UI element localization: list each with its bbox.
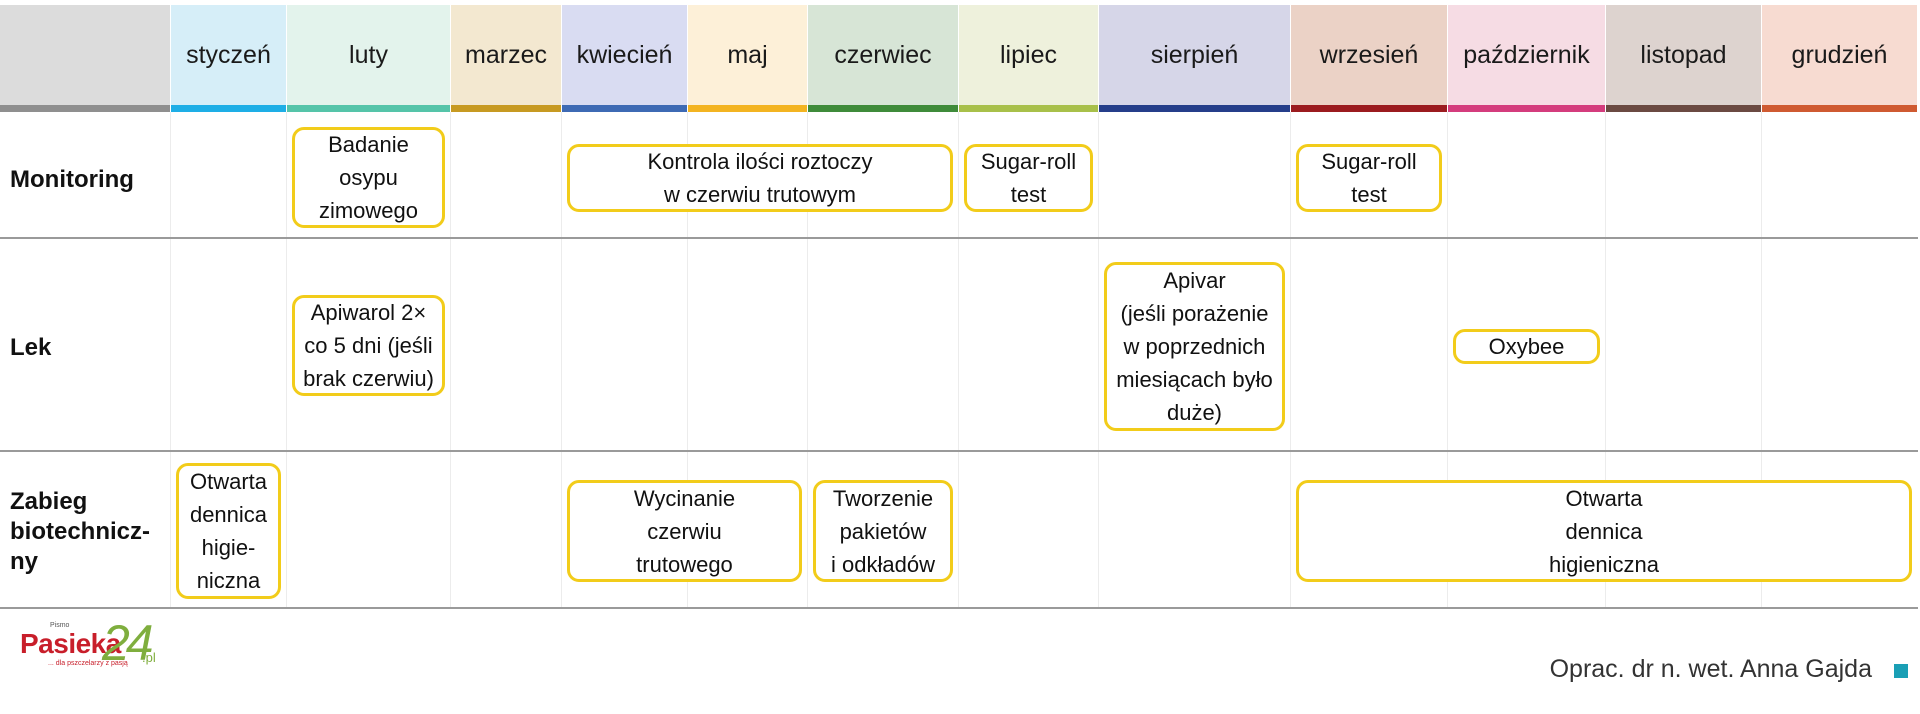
month-header-7: lipiec (959, 5, 1098, 105)
grid-vline (170, 112, 171, 607)
month-header-9: wrzesień (1291, 5, 1447, 105)
grid-vline (1290, 112, 1291, 607)
month-color-bar-10 (1448, 105, 1605, 112)
row-label-monitoring: Monitoring (10, 166, 134, 193)
grid-vline (286, 112, 287, 607)
month-color-bar-9 (1291, 105, 1447, 112)
row-divider (0, 450, 1918, 452)
logo-small-text: Pismo (50, 622, 70, 629)
logo-tagline: ... dla pszczelarzy z pasją (48, 660, 128, 667)
month-color-bar-1 (171, 105, 286, 112)
month-color-bar-4 (562, 105, 687, 112)
grid-vline (807, 112, 808, 607)
month-header-6: czerwiec (808, 5, 958, 105)
pasieka24-logo: Pismo Pasieka 24 .pl ... dla pszczelarzy… (20, 615, 170, 675)
month-header-10: październik (1448, 5, 1605, 105)
author-credit: Oprac. dr n. wet. Anna Gajda (1549, 655, 1872, 683)
month-color-bar-8 (1099, 105, 1290, 112)
activity-box-zabieg[interactable]: Otwarta dennica higieniczna (1296, 480, 1912, 582)
month-header-1: styczeń (171, 5, 286, 105)
grid-vline (1447, 112, 1448, 607)
month-color-bar-6 (808, 105, 958, 112)
month-color-bar-5 (688, 105, 807, 112)
row-divider (0, 237, 1918, 239)
month-header-3: marzec (451, 5, 561, 105)
grid-vline (561, 112, 562, 607)
activity-box-monitoring[interactable]: Sugar-roll test (964, 144, 1093, 212)
month-header-8: sierpień (1099, 5, 1290, 105)
activity-box-monitoring[interactable]: Badanie osypu zimowego (292, 127, 445, 228)
logo-name: Pasieka (20, 628, 121, 659)
header-corner-bar (0, 105, 170, 112)
credit-square-icon (1894, 664, 1908, 678)
month-color-bar-12 (1762, 105, 1917, 112)
grid-vline (450, 112, 451, 607)
activity-box-zabieg[interactable]: Wycinanie czerwiu trutowego (567, 480, 802, 582)
activity-box-monitoring[interactable]: Kontrola ilości roztoczy w czerwiu truto… (567, 144, 953, 212)
month-header-12: grudzień (1762, 5, 1917, 105)
month-color-bar-2 (287, 105, 450, 112)
grid-vline (1761, 112, 1762, 607)
activity-box-monitoring[interactable]: Sugar-roll test (1296, 144, 1442, 212)
activity-box-lek[interactable]: Oxybee (1453, 329, 1600, 364)
month-color-bar-7 (959, 105, 1098, 112)
row-divider (0, 607, 1918, 609)
row-label-lek: Lek (10, 334, 52, 361)
month-color-bar-3 (451, 105, 561, 112)
logo-tld: .pl (142, 650, 156, 665)
logo-number: 24 (102, 615, 154, 671)
grid-vline (687, 112, 688, 607)
activity-box-zabieg[interactable]: Otwarta dennica higie- niczna (176, 463, 281, 599)
activity-box-zabieg[interactable]: Tworzenie pakietów i odkładów (813, 480, 953, 582)
month-header-11: listopad (1606, 5, 1761, 105)
month-header-5: maj (688, 5, 807, 105)
month-header-2: luty (287, 5, 450, 105)
grid-vline (958, 112, 959, 607)
month-header-4: kwiecień (562, 5, 687, 105)
header-corner (0, 5, 170, 105)
grid-vline (1605, 112, 1606, 607)
month-color-bar-11 (1606, 105, 1761, 112)
activity-box-lek[interactable]: Apivar (jeśli porażenie w poprzednich mi… (1104, 262, 1285, 431)
activity-box-lek[interactable]: Apiwarol 2× co 5 dni (jeśli brak czerwiu… (292, 295, 445, 396)
grid-vline (1098, 112, 1099, 607)
row-label-zabieg: Zabieg biotechnicz- ny (10, 488, 151, 575)
